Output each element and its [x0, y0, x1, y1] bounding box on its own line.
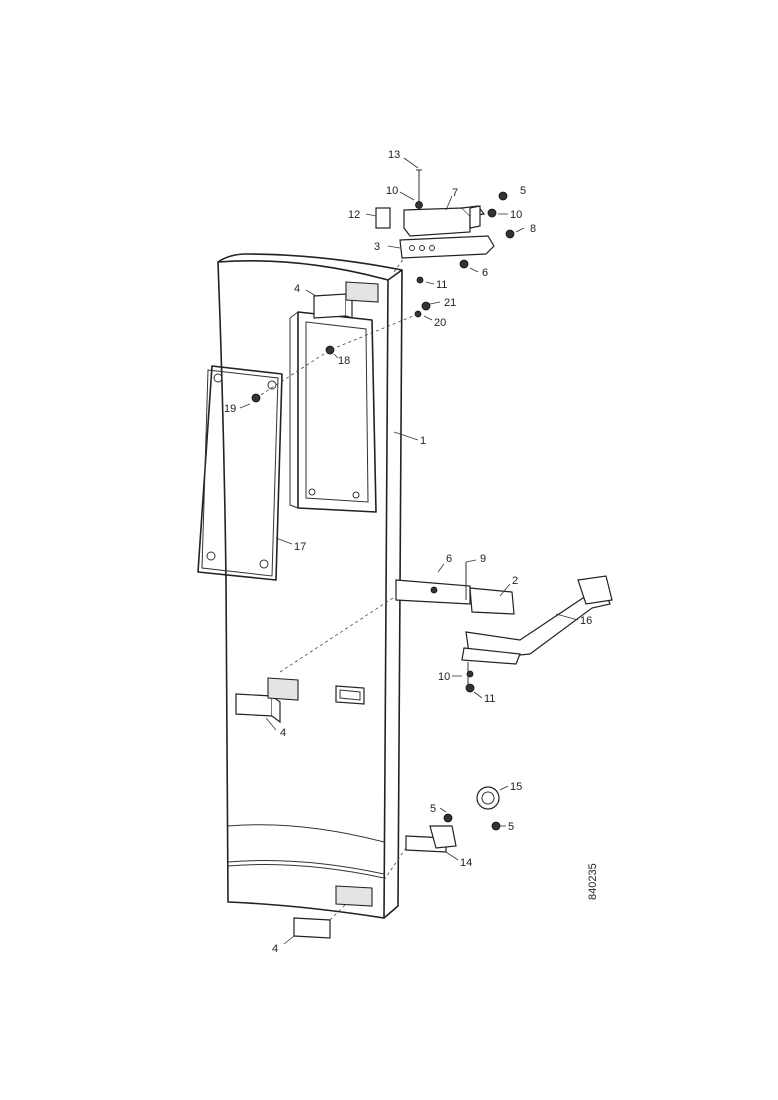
callout-4: 4 — [272, 943, 278, 955]
bottom-hinge-assembly — [405, 786, 501, 853]
callout-1: 1 — [420, 435, 426, 447]
callout-10: 10 — [386, 185, 398, 197]
upper-bracket — [313, 281, 379, 319]
cover-plate — [197, 365, 283, 581]
door-panel — [217, 253, 403, 919]
callout-7: 7 — [452, 187, 458, 199]
callout-19: 19 — [224, 403, 236, 415]
callout-5: 5 — [508, 821, 514, 833]
callout-14: 14 — [460, 857, 472, 869]
callout-2: 2 — [512, 575, 518, 587]
callout-11: 11 — [436, 279, 447, 291]
callout-10: 10 — [438, 671, 450, 683]
callout-6: 6 — [446, 553, 452, 565]
callout-6: 6 — [482, 267, 488, 279]
callout-10: 10 — [510, 209, 522, 221]
drawing-code: 840235 — [587, 863, 599, 900]
callout-3: 3 — [374, 241, 380, 253]
callout-16: 16 — [580, 615, 592, 627]
callout-15: 15 — [510, 781, 522, 793]
callout-11: 11 — [484, 693, 495, 705]
callout-12: 12 — [348, 209, 360, 221]
leader-lines — [239, 157, 579, 945]
top-hinge-assembly — [375, 169, 495, 259]
middle-hinge-assembly — [395, 562, 613, 690]
callout-20: 20 — [434, 317, 446, 329]
callout-5: 5 — [430, 803, 436, 815]
bottom-bracket — [293, 885, 373, 939]
alignment-lines — [255, 257, 419, 921]
callout-4: 4 — [294, 283, 300, 295]
callout-8: 8 — [530, 223, 536, 235]
callout-4: 4 — [280, 727, 286, 739]
callout-13: 13 — [388, 149, 400, 161]
callout-21: 21 — [444, 297, 456, 309]
callout-18: 18 — [338, 355, 350, 367]
callouts: 13 10 7 5 12 10 8 3 6 11 4 21 20 18 19 1… — [224, 149, 592, 955]
callout-17: 17 — [294, 541, 306, 553]
fasteners — [251, 191, 515, 693]
lower-left-bracket — [235, 677, 299, 724]
callout-5: 5 — [520, 185, 526, 197]
callout-9: 9 — [480, 553, 486, 565]
